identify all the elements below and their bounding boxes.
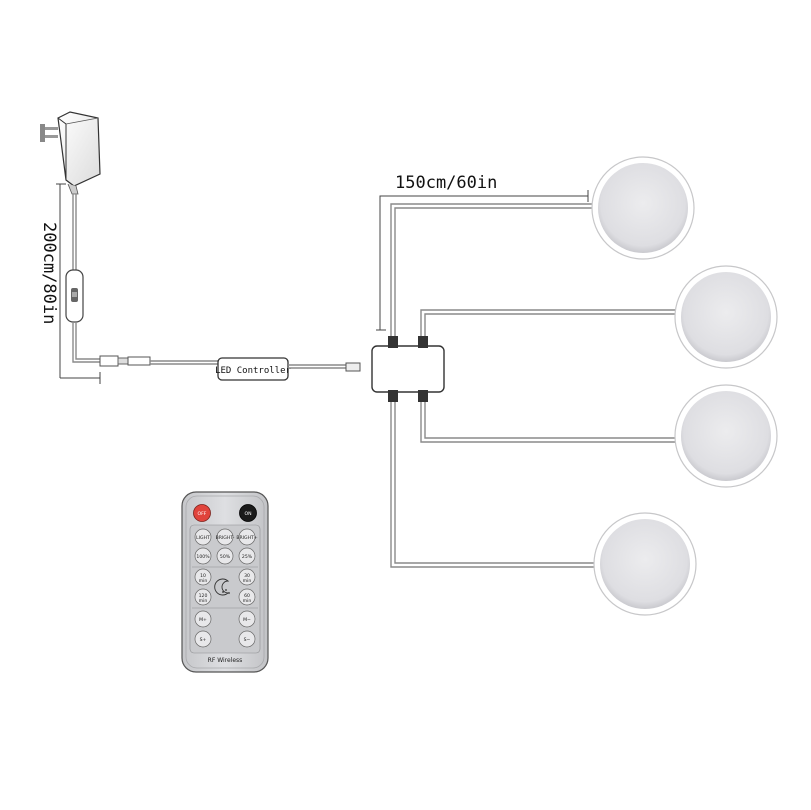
memory-row: M+ M− [194, 610, 256, 628]
svg-text:120: 120 [199, 593, 208, 599]
scene-row: S+ S− [194, 630, 256, 648]
svg-text:BRIGHT-: BRIGHT- [216, 535, 235, 541]
timer-30-button[interactable]: 30 min [238, 568, 256, 586]
level-100-button[interactable]: 100% [194, 547, 212, 565]
bright-up-button[interactable]: BRIGHT+ [236, 528, 258, 546]
svg-text:60: 60 [244, 593, 250, 599]
svg-text:10: 10 [200, 573, 206, 579]
timer-120-button[interactable]: 120 min [194, 588, 212, 606]
puck-light-1 [591, 156, 695, 260]
svg-text:M+: M+ [199, 617, 207, 623]
power-adapter [40, 111, 101, 195]
remote-footer: RF Wireless [208, 657, 243, 664]
inline-switch [65, 269, 84, 323]
svg-text:min: min [243, 578, 252, 584]
svg-text:100%: 100% [196, 554, 210, 560]
puck-light-4 [593, 512, 697, 616]
svg-text:S−: S− [244, 637, 251, 643]
scene-plus-button[interactable]: S+ [194, 630, 212, 648]
scene-minus-button[interactable]: S− [238, 630, 256, 648]
svg-text:BRIGHT+: BRIGHT+ [236, 535, 258, 541]
svg-text:S+: S+ [200, 637, 207, 643]
light-button[interactable]: LIGHT [194, 528, 212, 546]
moon-timer-icon [214, 578, 230, 596]
svg-text:min: min [243, 598, 252, 604]
rf-remote: OFF ON LIGHT BRIGHT- BRIGHT+ [181, 491, 269, 673]
svg-text:50%: 50% [220, 554, 231, 560]
svg-text:min: min [199, 598, 208, 604]
brightness-row: LIGHT BRIGHT- BRIGHT+ [194, 528, 258, 546]
input-cable-length: 200cm/80in [39, 222, 59, 324]
bright-down-button[interactable]: BRIGHT- [216, 528, 235, 546]
distribution-hub [371, 336, 445, 402]
svg-text:M−: M− [243, 617, 251, 623]
svg-text:30: 30 [244, 573, 250, 579]
timer-10-button[interactable]: 10 min [194, 568, 212, 586]
svg-text:ON: ON [244, 511, 251, 517]
output-cable-length: 150cm/60in [395, 173, 497, 193]
timer-60-button[interactable]: 60 min [238, 588, 256, 606]
svg-text:min: min [199, 578, 208, 584]
memory-minus-button[interactable]: M− [238, 610, 256, 628]
puck-light-3 [674, 384, 778, 488]
level-50-button[interactable]: 50% [216, 547, 234, 565]
level-row: 100% 50% 25% [194, 547, 256, 565]
svg-text:LIGHT: LIGHT [196, 535, 210, 541]
led-controller: LED Controller [215, 357, 292, 381]
svg-text:25%: 25% [242, 554, 253, 560]
level-25-button[interactable]: 25% [238, 547, 256, 565]
on-button[interactable]: ON [239, 504, 257, 522]
memory-plus-button[interactable]: M+ [194, 610, 212, 628]
svg-text:OFF: OFF [198, 511, 207, 517]
timer-section: 10 min 30 min 120 min 60 min [194, 568, 256, 606]
off-button[interactable]: OFF [193, 504, 211, 522]
controller-label: LED Controller [215, 366, 291, 376]
puck-light-2 [674, 265, 778, 369]
